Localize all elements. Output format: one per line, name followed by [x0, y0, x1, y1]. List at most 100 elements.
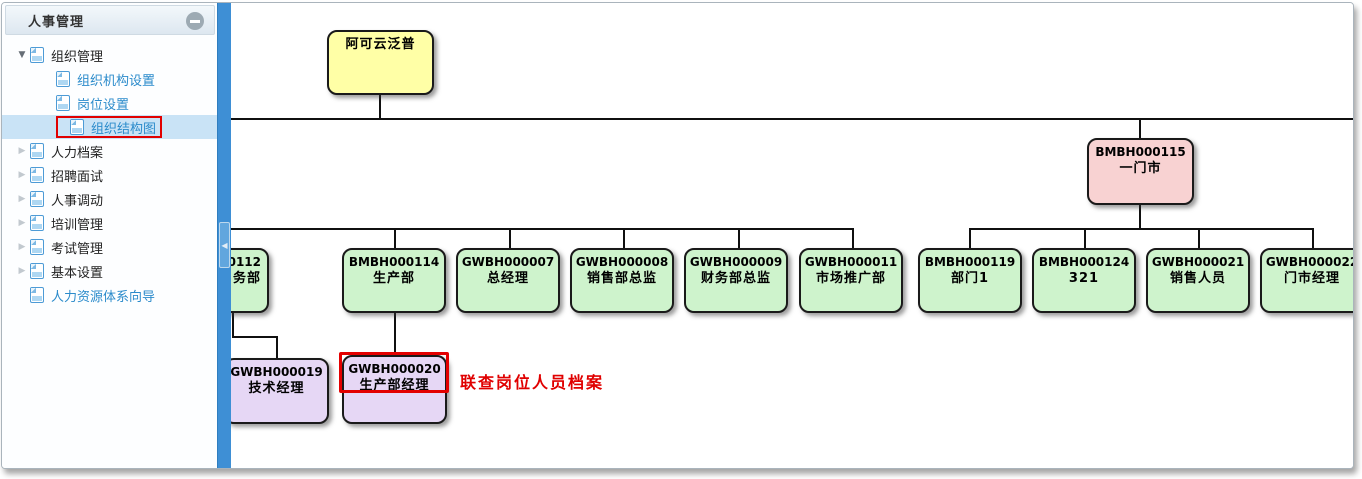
connector-line: [1139, 203, 1141, 228]
document-icon: [30, 287, 44, 303]
org-node-code: BMBH000114: [348, 255, 440, 269]
document-icon: [56, 95, 70, 111]
connector-line: [394, 313, 396, 355]
document-icon: [30, 167, 44, 183]
document-icon: [30, 215, 44, 231]
sidebar-item-label: 基本设置: [51, 265, 104, 281]
sidebar-item-2[interactable]: 岗位设置: [2, 91, 217, 115]
connector-line: [852, 230, 854, 248]
document-icon: [30, 263, 44, 279]
sidebar-item-6[interactable]: ▶ 人事调动: [2, 187, 217, 211]
connector-line: [232, 336, 278, 338]
org-node-0112[interactable]: 0112 务部: [231, 248, 269, 313]
sidebar-item-4[interactable]: ▶ 人力档案: [2, 139, 217, 163]
sidebar-item-7[interactable]: ▶ 培训管理: [2, 211, 217, 235]
red-highlight-box: 组织结构图: [56, 116, 163, 138]
sidebar-item-label: 招聘面试: [51, 169, 104, 185]
org-node-code: BMBH000119: [924, 255, 1016, 269]
sidebar-item-8[interactable]: ▶ 考试管理: [2, 235, 217, 259]
org-node-code: BMBH000124: [1038, 255, 1130, 269]
org-node-code: 0112: [231, 255, 261, 269]
connector-line: [969, 228, 1314, 230]
connector-line: [231, 228, 854, 230]
org-node-BMBH000115[interactable]: BMBH000115 一门市: [1087, 138, 1194, 205]
sidebar-item-5[interactable]: ▶ 招聘面试: [2, 163, 217, 187]
sidebar-item-1[interactable]: 组织机构设置: [2, 67, 217, 91]
org-node-BMBH000114[interactable]: BMBH000114 生产部: [342, 248, 446, 313]
org-node-code: GWBH000008: [575, 255, 669, 269]
sidebar-header: 人事管理: [5, 5, 215, 35]
sidebar-item-label: 组织机构设置: [77, 73, 156, 89]
arrow-expanded-icon[interactable]: ▼: [18, 50, 26, 60]
connector-line: [1312, 230, 1314, 248]
document-icon: [56, 71, 70, 87]
sidebar-item-label: 组织管理: [51, 49, 104, 65]
app-window: 人事管理 ▼ 组织管理组织机构设置岗位设置组织结构图 ▶ 人力档案 ▶ 招聘面试 ▶ 人事调动…: [1, 2, 1354, 469]
connector-line: [1198, 230, 1200, 248]
sidebar-item-10[interactable]: 人力资源体系向导: [2, 283, 217, 307]
org-node-name: 生产部: [372, 271, 415, 286]
document-icon: [30, 191, 44, 207]
connector-line: [1139, 120, 1141, 138]
org-node-code: GWBH000020: [348, 362, 441, 376]
org-node-code: GWBH000007: [461, 255, 555, 269]
sidebar-item-label: 考试管理: [51, 241, 104, 257]
arrow-collapsed-icon[interactable]: ▶: [18, 266, 26, 276]
document-icon: [30, 239, 44, 255]
org-node-name: 技术经理: [248, 381, 305, 396]
arrow-collapsed-icon[interactable]: ▶: [18, 170, 26, 180]
org-node-GWBH000008[interactable]: GWBH000008 销售部总监: [570, 248, 674, 313]
arrow-collapsed-icon[interactable]: ▶: [18, 146, 26, 156]
minus-circle-icon[interactable]: [186, 12, 204, 30]
org-node-code: GWBH000021: [1151, 255, 1245, 269]
sidebar-item-label: 人力资源体系向导: [51, 289, 156, 305]
connector-line: [623, 230, 625, 248]
document-icon: [30, 143, 44, 159]
connector-line: [969, 230, 971, 248]
org-node-阿可云泛普[interactable]: 阿可云泛普: [327, 30, 434, 95]
sidebar-tree: ▼ 组织管理组织机构设置岗位设置组织结构图 ▶ 人力档案 ▶ 招聘面试 ▶ 人事调动 ▶ 培训管理…: [2, 43, 217, 307]
sidebar-item-label: 组织结构图: [91, 121, 157, 137]
org-node-name: 市场推广部: [815, 271, 886, 286]
org-node-name: 财务部总监: [700, 271, 771, 286]
connector-line: [394, 230, 396, 248]
org-node-code: GWBH000011: [804, 255, 898, 269]
org-node-GWBH000011[interactable]: GWBH000011 市场推广部: [799, 248, 903, 313]
splitter-collapse-handle[interactable]: ◀: [219, 222, 230, 268]
org-node-name: 门市经理: [1283, 271, 1340, 286]
sidebar-item-label: 人事调动: [51, 193, 104, 209]
org-node-GWBH000007[interactable]: GWBH000007 总经理: [456, 248, 560, 313]
sidebar-item-3[interactable]: 组织结构图: [2, 115, 217, 139]
document-icon: [70, 119, 84, 135]
org-node-code: GWBH000019: [231, 365, 323, 379]
org-node-name: 部门1: [950, 271, 990, 286]
connector-line: [232, 313, 234, 338]
connector-line: [1084, 230, 1086, 248]
arrow-collapsed-icon[interactable]: ▶: [18, 218, 26, 228]
sidebar-item-label: 人力档案: [51, 145, 104, 161]
org-node-code: BMBH000115: [1095, 145, 1186, 159]
org-node-name: 务部: [232, 271, 261, 286]
org-node-GWBH000019[interactable]: GWBH000019 技术经理: [231, 358, 329, 424]
org-node-name: 销售部总监: [586, 271, 657, 286]
sidebar-item-0[interactable]: ▼ 组织管理: [2, 43, 217, 67]
sidebar-item-label: 培训管理: [51, 217, 104, 233]
org-node-BMBH000119[interactable]: BMBH000119 部门1: [918, 248, 1022, 313]
org-node-name: 一门市: [1119, 161, 1162, 176]
connector-line: [231, 118, 1353, 120]
connector-line: [276, 338, 278, 358]
arrow-collapsed-icon[interactable]: ▶: [18, 242, 26, 252]
org-node-name: 总经理: [486, 271, 529, 286]
sidebar-item-9[interactable]: ▶ 基本设置: [2, 259, 217, 283]
arrow-collapsed-icon[interactable]: ▶: [18, 194, 26, 204]
splitter-bar[interactable]: ◀: [217, 3, 231, 468]
connector-line: [509, 230, 511, 248]
org-chart-canvas: 联查岗位人员档案 阿可云泛普BMBH000115一门市0112务部BMBH000…: [231, 3, 1353, 468]
document-icon: [30, 47, 44, 63]
connector-line: [379, 95, 381, 118]
